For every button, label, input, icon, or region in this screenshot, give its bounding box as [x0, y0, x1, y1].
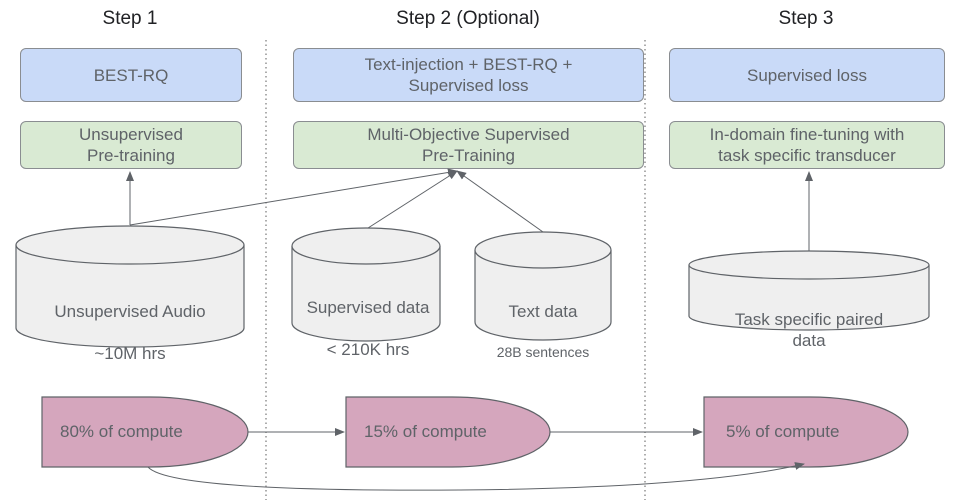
step-1-stage-box: Unsupervised Pre-training — [20, 121, 242, 169]
step-3-title: Step 3 — [778, 8, 834, 29]
cylinder-task-specific-data — [688, 250, 930, 331]
compute-label-step3: 5% of compute — [726, 422, 840, 441]
arrow-supervised-to-step2 — [367, 170, 458, 229]
data-subtitle: < 210K hrs — [326, 340, 410, 359]
compute-label-step1: 80% of compute — [60, 422, 183, 441]
step-2-title: Step 2 (Optional) — [396, 8, 540, 29]
data-title: Text data — [508, 302, 578, 321]
compute-shape-step3 — [703, 396, 909, 468]
data-label-task-specific: Task specific paired data — [733, 288, 886, 372]
data-title: Supervised data — [306, 298, 430, 317]
data-label-unsupervised-audio: Unsupervised Audio ~10M hrs — [54, 280, 205, 385]
arrow-text-to-step2 — [456, 170, 544, 233]
data-subtitle: ~10M hrs — [94, 344, 166, 363]
data-subtitle: 28B sentences — [496, 344, 590, 360]
cylinder-text-data — [474, 231, 612, 341]
step-3-stage-box: In-domain fine-tuning with task specific… — [669, 121, 945, 169]
data-label-supervised-data: Supervised data < 210K hrs — [307, 276, 430, 381]
step-1-title: Step 1 — [102, 8, 158, 29]
step-2-loss-box: Text-injection + BEST-RQ + Supervised lo… — [293, 48, 644, 102]
cylinder-unsupervised-audio — [15, 225, 245, 348]
data-title: Unsupervised Audio — [54, 302, 206, 321]
compute-shape-step2 — [345, 396, 551, 468]
data-title: Task specific paired data — [734, 310, 884, 350]
step-3-loss-box: Supervised loss — [669, 48, 945, 102]
data-label-text-data: Text data 28B sentences — [497, 282, 590, 382]
compute-shape-step1 — [41, 396, 249, 468]
cylinder-supervised-data — [291, 227, 441, 342]
step-2-stage-box: Multi-Objective Supervised Pre-Training — [293, 121, 644, 169]
compute-label-step2: 15% of compute — [364, 422, 487, 441]
arrow-audio-to-step2 — [129, 168, 458, 226]
arrow-compute-1-to-3 — [147, 462, 805, 491]
step-1-loss-box: BEST-RQ — [20, 48, 242, 102]
